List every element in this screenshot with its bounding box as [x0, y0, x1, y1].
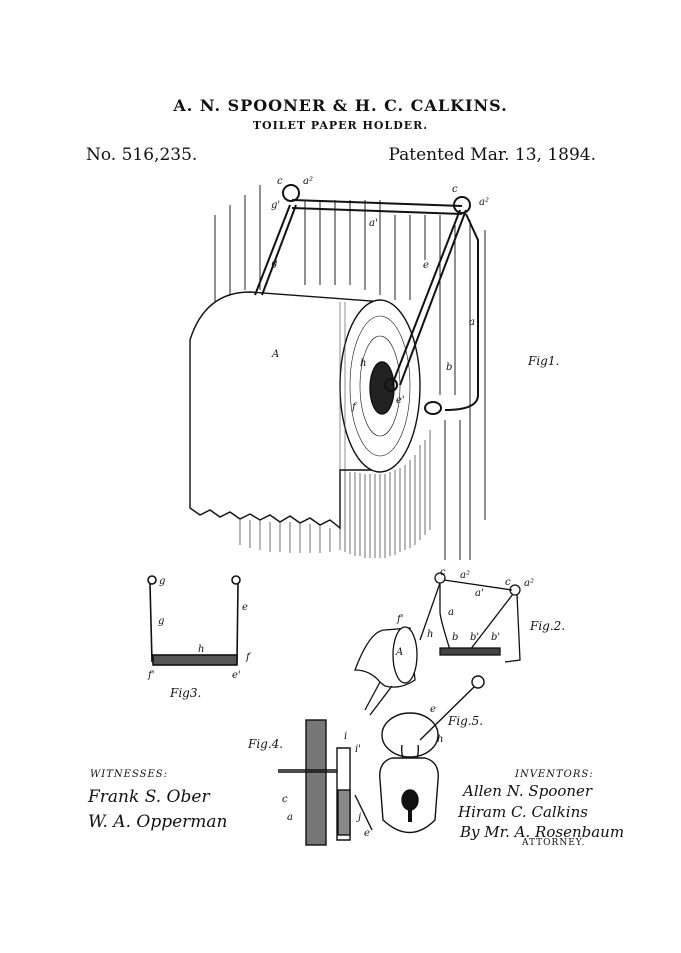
ref-b1: b' — [470, 632, 479, 643]
patent-title: TOILET PAPER HOLDER. — [252, 119, 429, 132]
witness-signature-2: W. A. Opperman — [88, 812, 228, 832]
ref-h: h — [198, 644, 204, 655]
ref-f1: f' — [396, 614, 403, 625]
wire-holder — [254, 184, 479, 415]
ref-f: f — [245, 652, 252, 663]
wall-hatching — [214, 185, 486, 560]
figure-2-label: Fig.2. — [529, 619, 565, 633]
figure-3-label: Fig3. — [169, 686, 201, 700]
ref-a2: a² — [524, 578, 534, 589]
ref-h: h — [360, 358, 366, 369]
ref-i1: i' — [355, 744, 361, 755]
ref-c: c — [505, 577, 511, 588]
ref-A: A — [271, 349, 279, 360]
witness-signature-1: Frank S. Ober — [88, 787, 210, 807]
ref-f: f — [351, 402, 358, 413]
ref-e: e — [423, 260, 429, 271]
ref-g: g — [159, 576, 165, 587]
figure-1-label: Fig1. — [527, 354, 559, 368]
ref-b: b — [452, 632, 458, 643]
inventor-signature-2: Hiram C. Calkins — [458, 803, 588, 821]
inventors-line: A. N. SPOONER & H. C. CALKINS. — [173, 96, 508, 115]
ref-c: c — [282, 794, 288, 805]
ref-a2: a² — [460, 570, 470, 581]
ref-e1: e' — [396, 395, 405, 406]
ref-i: i — [344, 731, 347, 742]
inventor-signature-1: Allen N. Spooner — [463, 782, 593, 800]
ref-a: a — [448, 607, 454, 618]
ref-c: c — [277, 176, 283, 187]
ref-a: a — [469, 317, 475, 328]
ref-a2: a² — [479, 197, 489, 208]
witnesses-heading: WITNESSES: — [90, 769, 168, 780]
patent-number: No. 516,235. — [86, 145, 198, 165]
ref-a1: a' — [369, 218, 378, 229]
ref-j: j — [356, 812, 361, 823]
ref-b: b — [446, 362, 452, 373]
ref-g: g — [158, 616, 164, 627]
paper-roll — [189, 291, 421, 530]
ref-g: g — [271, 258, 277, 269]
ref-h: h — [437, 734, 443, 745]
ref-e: e — [430, 704, 436, 715]
attorney-label: ATTORNEY. — [522, 838, 586, 848]
ref-c: c — [452, 184, 458, 195]
ref-b1: b' — [491, 632, 500, 643]
ref-e1: e' — [232, 670, 241, 681]
patent-date: Patented Mar. 13, 1894. — [388, 145, 596, 165]
figure-4-label: Fig.4. — [247, 737, 283, 751]
ref-A: A — [395, 647, 403, 658]
ref-e: e — [242, 602, 248, 613]
ref-e: e — [364, 828, 370, 839]
ref-a2: a² — [303, 176, 313, 187]
ref-f1: f' — [147, 670, 154, 681]
figure-5-label: Fig.5. — [447, 714, 483, 728]
ref-a: a — [287, 812, 293, 823]
attorney-signature: By Mr. A. Rosenbaum — [460, 823, 625, 841]
ref-h: h — [427, 629, 433, 640]
ref-a1: a' — [475, 588, 484, 599]
ref-c: c — [440, 567, 446, 578]
ref-g1: g' — [271, 200, 280, 211]
inventors-heading: INVENTORS: — [515, 769, 594, 780]
